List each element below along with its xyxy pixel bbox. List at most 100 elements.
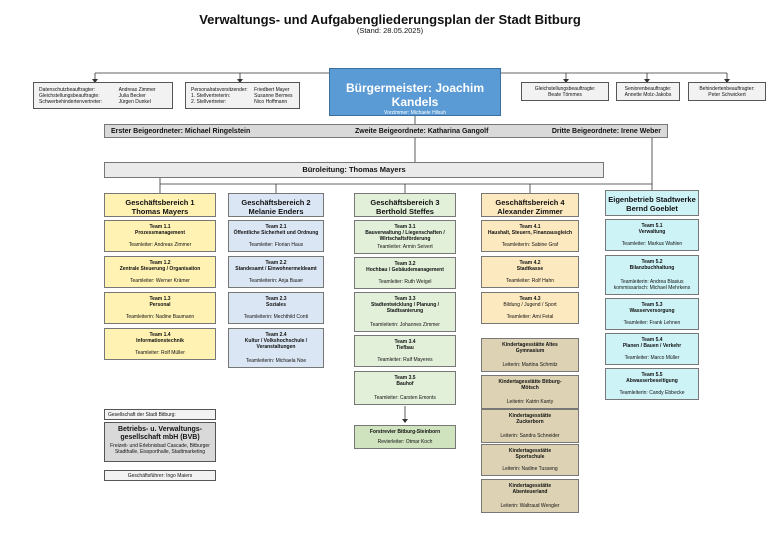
team-name: Kultur / Volkshochschule / Veranstaltung… [244, 338, 308, 350]
first-deputy: Erster Beigeordneter: Michael Ringelstei… [111, 128, 251, 135]
office-management: Büroleitung: Thomas Mayers [104, 162, 604, 178]
bvb-manager: Geschäftsführer: Ingo Maiers [104, 470, 216, 481]
officer-role: Behindertenbeauftragter: [699, 86, 755, 92]
team-4-3: Team 4.3 Bildung / Jugend / Sport Teamle… [481, 292, 579, 324]
division-lead: Berthold Steffes [376, 207, 434, 216]
team-name: Planen / Bauen / Verkehr [622, 343, 682, 349]
team-name: Zentrale Steuerung / Organisation [119, 266, 201, 272]
officer-role: Gleichstellungsbeauftragte: [534, 86, 596, 92]
team-leader: Teamleiter: Ruth Weigel [378, 279, 432, 285]
officer-name: Julia Becker [118, 93, 146, 99]
bvb-name: Betriebs- u. Verwaltungs-gesellschaft mb… [117, 426, 203, 441]
team-leader: Teamleiter: Markus Wahlen [621, 241, 683, 247]
division-title: Eigenbetrieb Stadtwerke [608, 195, 696, 204]
team-5-4: Team 5.4 Planen / Bauen / Verkehr Teamle… [605, 333, 699, 365]
mayor-title: Bürgermeister: Joachim Kandels [345, 81, 485, 109]
forestry-box: Forstrevier Bitburg-Steinborn Revierleit… [354, 425, 456, 449]
division-lead: Bernd Goeblet [626, 204, 678, 213]
team-5-3: Team 5.3 Wasserversorgung Teamleiter: Fr… [605, 298, 699, 330]
team-leader: Teamleiter: Marco Müller [624, 355, 680, 361]
team-leader: Teamleiter: Carsten Emonts [374, 395, 436, 401]
senior-officer-box: Seniorenbeauftragte: Annette Molz-Jakobs [616, 82, 680, 101]
team-name: Stadtkasse [516, 266, 544, 272]
officer-role: Schwerbehindertenvertreter: [39, 99, 103, 105]
team-3-1: Team 3.1 Bauverwaltung / Liegenschaften … [354, 220, 456, 254]
team-3-3: Team 3.3 Stadtentwicklung / Planung / St… [354, 292, 456, 332]
team-id: Team 2.1 [265, 224, 287, 230]
team-leader: Teamleiter: Werner Krämer [130, 278, 190, 284]
team-5-1: Team 5.1 Verwaltung Teamleiter: Markus W… [605, 219, 699, 251]
team-4-1: Team 4.1 Haushalt, Steuern, Finanzausgle… [481, 220, 579, 252]
kita-name: Kindertagesstätte Sportschule [508, 448, 552, 460]
team-leader: Teamleiter: Andreas Zimmer [128, 242, 192, 248]
kita-4: Kindertagesstätte Sportschule Leiterin: … [481, 444, 579, 476]
team-1-3: Team 1.3 Personal Teamleiterin: Nadine B… [104, 292, 216, 324]
kita-name: Kindertagesstätte Bitburg-Mötsch [498, 379, 562, 391]
team-3-2: Team 3.2 Hochbau / Gebäudemanagement Tea… [354, 257, 456, 289]
team-name: Bauverwaltung / Liegenschaften / Wirtsch… [365, 230, 445, 242]
council-name: Nico Hoffmann [254, 99, 288, 105]
team-id: Team 3.2 [394, 261, 416, 267]
council-role: 2. Stellvertreter: [191, 99, 227, 105]
team-name: Prozessmanagement [134, 230, 186, 236]
team-name: Hochbau / Gebäudemanagement [366, 267, 444, 273]
page-subtitle: (Stand: 28.05.2025) [356, 26, 424, 35]
team-name: Stadtentwicklung / Planung / Stadtsanier… [370, 302, 440, 314]
team-leader-acting: kommissarisch: Michael Mehrkens [613, 285, 691, 291]
team-id: Team 1.4 [149, 332, 171, 338]
team-id: Team 4.2 [519, 260, 541, 266]
third-deputy: Dritte Beigeordnete: Irene Weber [551, 128, 661, 135]
team-id: Team 4.1 [519, 224, 541, 230]
division-title: Geschäftsbereich 3 [370, 198, 440, 207]
team-leader: Teamleiterin: Anja Bauer [248, 278, 304, 284]
team-name: Wasserversorgung [629, 308, 675, 314]
team-leader: Teamleiterin: Nadine Baumann [125, 314, 195, 320]
deputies-band: Erster Beigeordneter: Michael Ringelstei… [104, 124, 668, 138]
kita-1: Kindertagesstätte Altes Gymnasium Leiter… [481, 338, 579, 372]
team-1-1: Team 1.1 Prozessmanagement Teamleiter: A… [104, 220, 216, 252]
kita-leader: Leiterin: Martina Schmitz [502, 362, 558, 368]
team-leader: Teamleiterin: Michaela Noe [245, 358, 307, 364]
team-id: Team 1.2 [149, 260, 171, 266]
bvb-label-text: Gesellschaft der Stadt Bitburg: [108, 412, 176, 418]
division-1-header: Geschäftsbereich 1 Thomas Mayers [104, 193, 216, 217]
team-name: Abwasserbeseitigung [626, 378, 678, 384]
team-leader: Teamleiterin: Sabine Graf [501, 242, 559, 248]
team-3-5: Team 3.5 Bauhof Teamleiter: Carsten Emon… [354, 371, 456, 405]
officer-role: Gleichstellungsbeauftragte: [39, 93, 100, 99]
officer-role: Datenschutzbeauftragter: [39, 87, 96, 93]
bvb-box: Betriebs- u. Verwaltungs-gesellschaft mb… [104, 422, 216, 462]
kita-name: Kindertagesstätte Abenteuerland [508, 483, 552, 495]
team-leader: Teamleiterin: Candy Ebbecke [619, 390, 685, 396]
team-5-5: Team 5.5 Abwasserbeseitigung Teamleiteri… [605, 368, 699, 400]
team-leader: Teamleiter: Frank Lehnen [623, 320, 681, 326]
team-id: Team 4.3 [519, 296, 541, 302]
division-2-header: Geschäftsbereich 2 Melanie Enders [228, 193, 324, 217]
team-id: Team 2.2 [265, 260, 287, 266]
division-title: Geschäftsbereich 4 [495, 198, 565, 207]
division-lead: Melanie Enders [248, 207, 304, 216]
team-3-4: Team 3.4 Tiefbau Teamleiter: Ralf Mayere… [354, 335, 456, 367]
division-4-header: Geschäftsbereich 4 Alexander Zimmer [481, 193, 579, 217]
team-id: Team 3.5 [394, 375, 416, 381]
team-name: Soziales [265, 302, 286, 308]
kita-leader: Leiterin: Nadine Tusseng [502, 466, 558, 472]
team-id: Team 5.5 [641, 372, 663, 378]
team-id: Team 2.4 [265, 332, 287, 338]
division-title: Geschäftsbereich 2 [241, 198, 311, 207]
team-leader: Teamleiter: Rolf Hahn [505, 278, 555, 284]
council-role: 1. Stellvertreterin: [191, 93, 231, 99]
council-name: Friedbert Mayer [254, 87, 290, 93]
officers-box-left: Datenschutzbeauftragter:Andreas Zimmer G… [33, 82, 173, 109]
officer-name: Peter Schwickert [708, 92, 746, 98]
team-5-2: Team 5.2 Bilanzbuchhaltung Teamleiterin:… [605, 255, 699, 295]
team-leader: Teamleiter: Armin Seivert [377, 244, 433, 250]
team-name: Bauhof [396, 381, 414, 387]
team-name: Standesamt / Einwohnermeldeamt [235, 266, 317, 272]
kita-leader: Leiterin: Waltraud Wengler [500, 503, 560, 509]
team-name: Tiefbau [396, 345, 414, 351]
team-name: Personal [149, 302, 171, 308]
team-2-2: Team 2.2 Standesamt / Einwohnermeldeamt … [228, 256, 324, 288]
mayor-box: Bürgermeister: Joachim Kandels Vorzimmer… [329, 68, 501, 116]
